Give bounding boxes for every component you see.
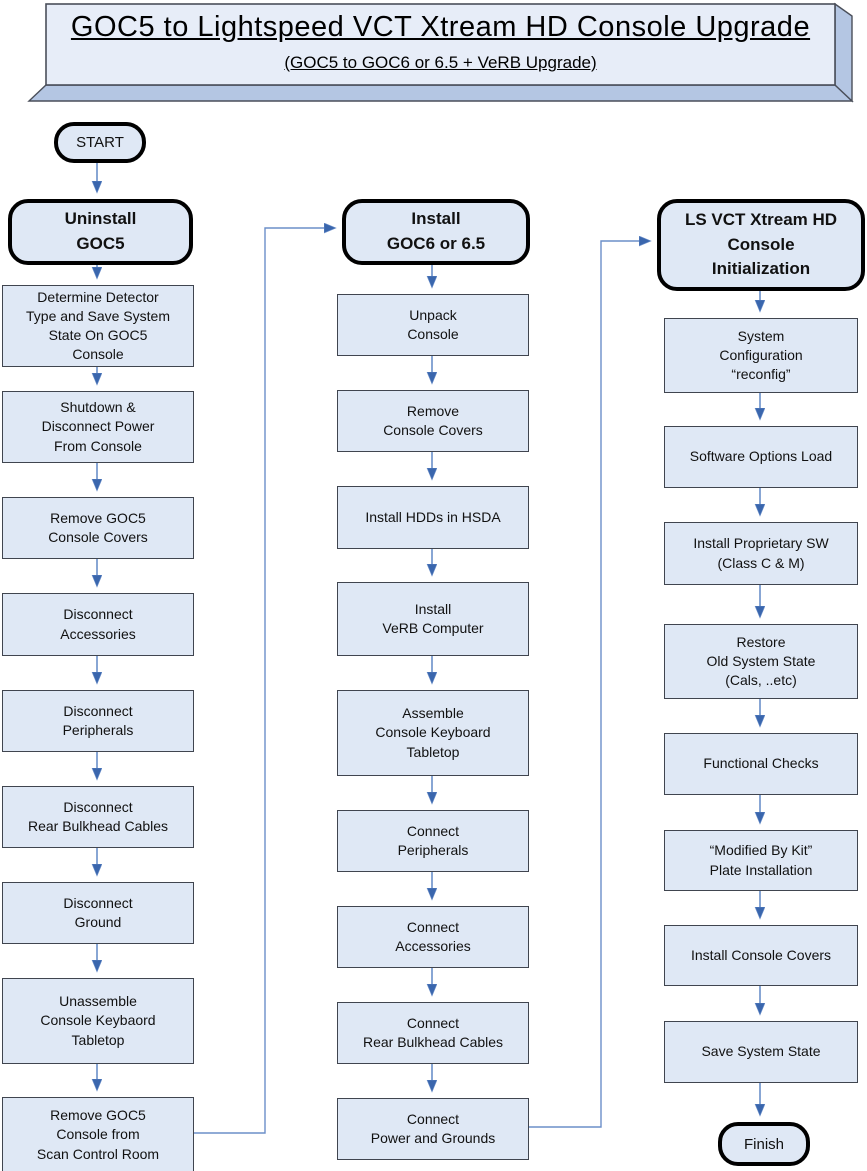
flow-step: Remove GOC5 Console from Scan Control Ro… bbox=[2, 1097, 194, 1171]
page-subtitle: (GOC5 to GOC6 or 6.5 + VeRB Upgrade) bbox=[284, 53, 597, 72]
flow-step: System Configuration “reconfig” bbox=[664, 318, 858, 393]
flow-step: Unpack Console bbox=[337, 294, 529, 356]
flow-step: Install Proprietary SW (Class C & M) bbox=[664, 522, 858, 585]
flow-step: Disconnect Ground bbox=[2, 882, 194, 944]
flow-step: Unassemble Console Keybaord Tabletop bbox=[2, 978, 194, 1064]
flow-step: Determine Detector Type and Save System … bbox=[2, 285, 194, 367]
flow-step: Install HDDs in HSDA bbox=[337, 486, 529, 549]
flow-step: Install Console Covers bbox=[664, 925, 858, 986]
flow-step: Install VeRB Computer bbox=[337, 582, 529, 656]
title-banner-shape bbox=[27, 2, 854, 103]
flow-step: Disconnect Accessories bbox=[2, 593, 194, 656]
flow-step: Shutdown & Disconnect Power From Console bbox=[2, 391, 194, 463]
flow-step: Connect Peripherals bbox=[337, 810, 529, 872]
flow-step: Connect Rear Bulkhead Cables bbox=[337, 1002, 529, 1064]
start-terminator: START bbox=[54, 122, 146, 163]
flow-step: Disconnect Rear Bulkhead Cables bbox=[2, 786, 194, 848]
flow-step: Connect Power and Grounds bbox=[337, 1098, 529, 1160]
flow-step: Remove Console Covers bbox=[337, 390, 529, 452]
phase-header-console-initialization: LS VCT Xtream HD Console Initialization bbox=[657, 199, 865, 291]
phase-header-install-goc6: Install GOC6 or 6.5 bbox=[342, 199, 530, 265]
flow-step: Remove GOC5 Console Covers bbox=[2, 497, 194, 559]
flow-step: Software Options Load bbox=[664, 426, 858, 488]
flow-step: Disconnect Peripherals bbox=[2, 690, 194, 752]
finish-terminator: Finish bbox=[718, 1122, 810, 1166]
flow-step: Save System State bbox=[664, 1021, 858, 1083]
phase-header-uninstall-goc5: Uninstall GOC5 bbox=[8, 199, 193, 265]
flow-step: Assemble Console Keyboard Tabletop bbox=[337, 690, 529, 776]
flow-step: Functional Checks bbox=[664, 733, 858, 795]
flow-step: “Modified By Kit” Plate Installation bbox=[664, 830, 858, 891]
page-title: GOC5 to Lightspeed VCT Xtream HD Console… bbox=[70, 11, 811, 43]
flow-step: Connect Accessories bbox=[337, 906, 529, 968]
flow-step: Restore Old System State (Cals, ..etc) bbox=[664, 624, 858, 699]
